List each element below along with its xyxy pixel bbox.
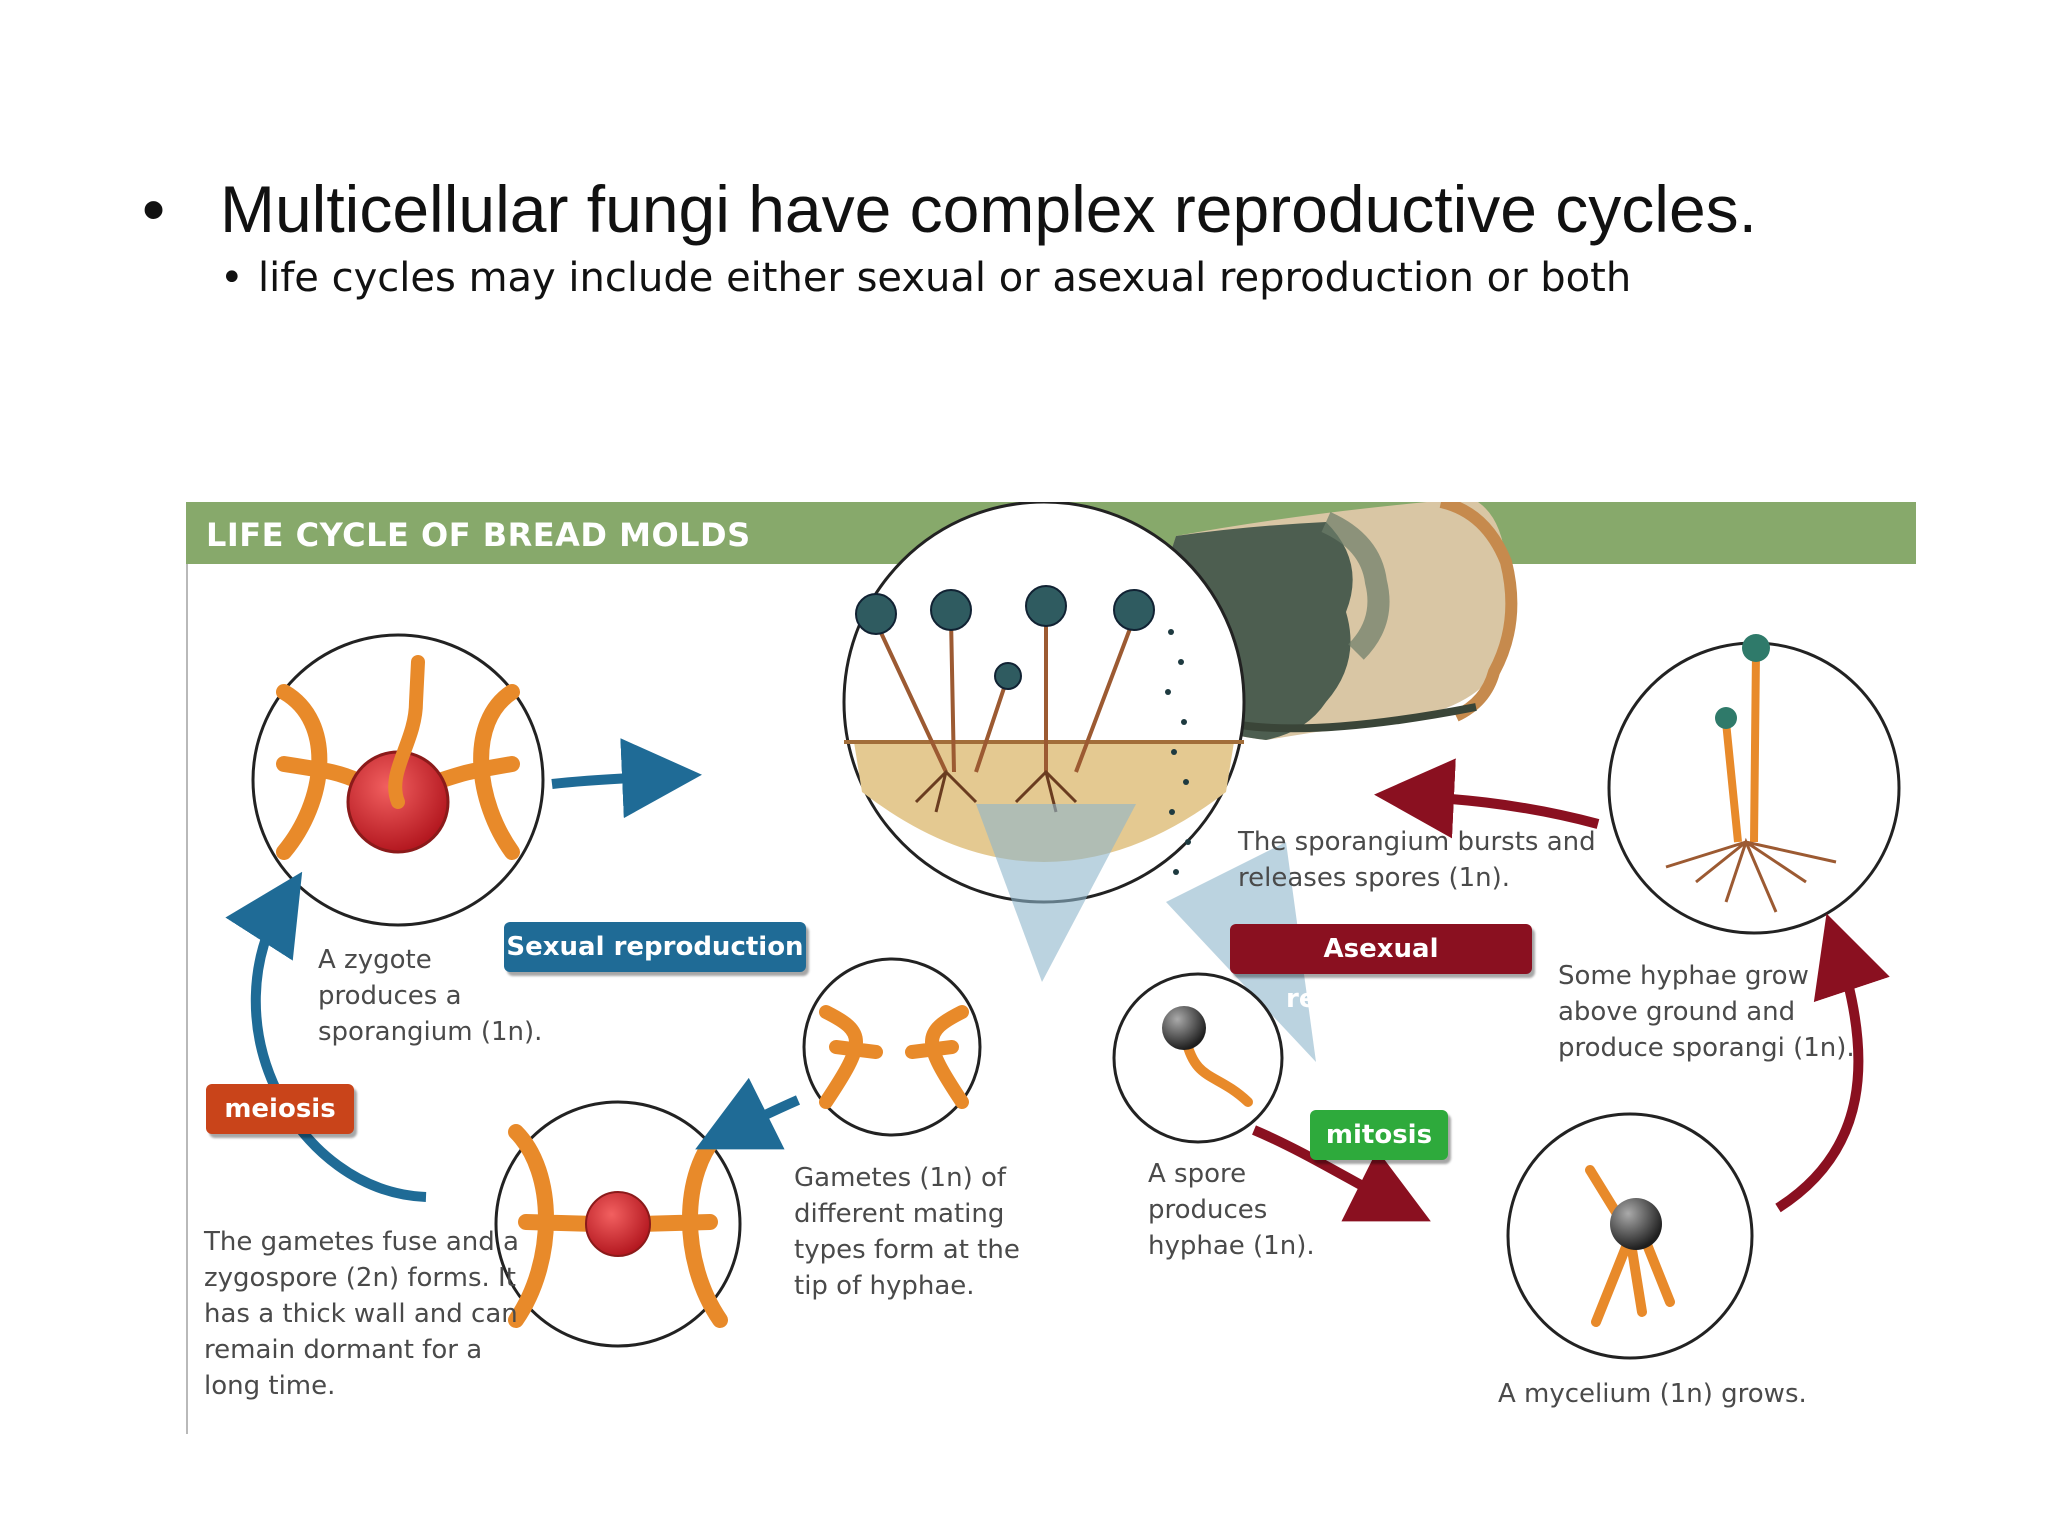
gametes-form-circle: [802, 957, 982, 1137]
gametes-zoom-wedge: [976, 804, 1136, 982]
caption-zygote: A zygote produces a sporangium (1n).: [318, 945, 543, 1047]
caption-gametes-fuse: The gametes fuse and a zygospore (2n) fo…: [204, 1227, 519, 1401]
gametes-to-zygospore-arrow: [695, 1077, 801, 1150]
caption-mycelium: A mycelium (1n) grows.: [1498, 1379, 1807, 1409]
slide-title: Multicellular fungi have complex reprodu…: [220, 172, 1758, 246]
bread-mold-life-cycle-figure: LIFE CYCLE OF BREAD MOLDS: [186, 502, 1916, 1434]
life-cycle-diagram: [225, 502, 1901, 1360]
caption-gametes-form: Gametes (1n) of different mating types f…: [794, 1163, 1020, 1301]
figure-left-rule: [186, 564, 188, 1434]
mitosis-arrow: [1252, 1125, 1431, 1222]
slide-subtitle: life cycles may include either sexual or…: [258, 255, 1632, 301]
upright-sporangia-circle: [1607, 634, 1901, 935]
zygote-sporangium-circle: [251, 633, 545, 927]
mycelium-circle: [1506, 1112, 1754, 1360]
sporangia-surface-circle: [842, 502, 1246, 904]
caption-sporangium-bursts: The sporangium bursts and releases spore…: [1238, 827, 1596, 893]
figure-header-title: LIFE CYCLE OF BREAD MOLDS: [206, 516, 751, 554]
meiosis-label: meiosis: [206, 1084, 354, 1134]
subtitle-bullet: •: [220, 255, 244, 301]
title-bullet: •: [142, 172, 166, 246]
zygote-to-sporangia-arrow: [551, 738, 702, 819]
mitosis-label: mitosis: [1310, 1110, 1448, 1160]
caption-spore: A spore produces hyphae (1n).: [1148, 1159, 1315, 1261]
asexual-reproduction-label: Asexual reproduction: [1230, 924, 1532, 1014]
mycelium-to-sporangia-arrow: [1775, 913, 1890, 1213]
sporangium-bursts-arrow: [1374, 758, 1600, 839]
sexual-reproduction-label: Sexual reproduction: [504, 922, 806, 972]
spore-hyphae-circle: [1112, 972, 1284, 1144]
caption-hyphae-grow: Some hyphae grow above ground and produc…: [1558, 961, 1855, 1063]
zygospore-circle: [494, 1100, 742, 1348]
